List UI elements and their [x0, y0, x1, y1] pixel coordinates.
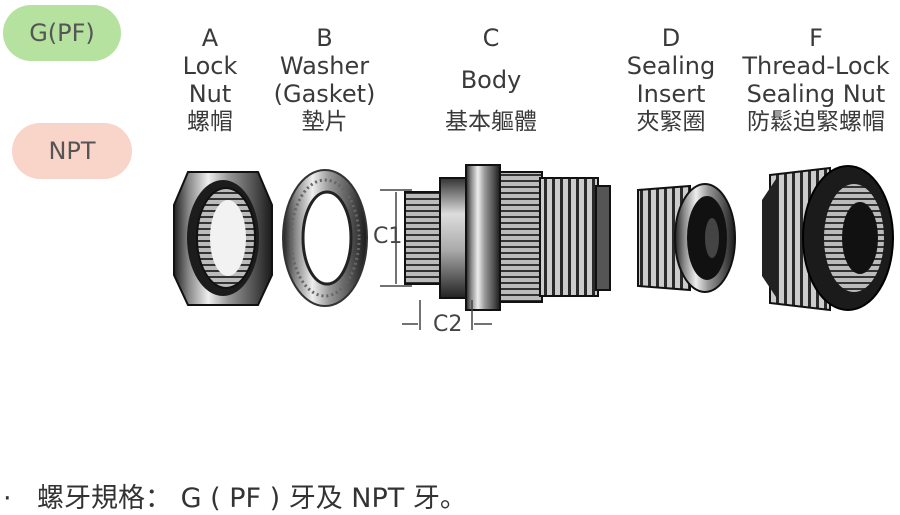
part-d-name-1: Sealing	[626, 52, 716, 80]
c1-label: C1	[373, 224, 403, 249]
thread-lock-sealing-nut-part	[762, 165, 894, 312]
part-label-a: A Lock Nut 螺帽	[170, 24, 250, 136]
part-b-name-1: Washer	[279, 52, 370, 80]
c2-label: C2	[433, 312, 463, 337]
lock-nut-part	[173, 171, 273, 306]
part-label-f: F Thread-Lock Sealing Nut 防鬆迫緊螺帽	[734, 24, 898, 136]
part-label-c: C Body 基本軀體	[425, 24, 557, 136]
part-c-letter: C	[482, 24, 500, 52]
part-a-chinese: 螺帽	[187, 109, 233, 135]
part-d-letter: D	[661, 24, 681, 52]
c1-dimension-marker	[380, 189, 412, 287]
part-label-b: B Washer (Gasket) 墊片	[262, 24, 387, 136]
part-a-name-2: Nut	[188, 80, 232, 108]
part-d-name-2: Insert	[636, 80, 706, 108]
bullet-point: ·	[3, 483, 12, 514]
part-c-name-1: Body	[460, 66, 522, 94]
part-b-name-2: (Gasket)	[273, 80, 376, 108]
washer-part	[282, 169, 368, 307]
part-f-chinese: 防鬆迫緊螺帽	[747, 109, 885, 135]
part-f-letter: F	[809, 24, 823, 52]
part-c-chinese: 基本軀體	[445, 109, 537, 135]
part-b-chinese: 墊片	[301, 109, 348, 135]
g-pf-badge: G(PF)	[3, 5, 121, 61]
sealing-insert-part	[637, 183, 736, 293]
npt-badge: NPT	[12, 123, 132, 179]
part-a-name-1: Lock	[182, 52, 238, 80]
part-b-letter: B	[316, 24, 333, 52]
thread-spec-note: · 螺牙規格： G ( PF ) 牙及 NPT 牙。	[0, 476, 467, 515]
g-pf-badge-label: G(PF)	[29, 19, 95, 47]
npt-badge-label: NPT	[48, 137, 96, 165]
part-f-name-2: Sealing Nut	[746, 80, 886, 108]
part-f-name-1: Thread-Lock	[742, 52, 890, 80]
c2-dimension-marker	[402, 300, 492, 330]
thread-spec-text: 螺牙規格： G ( PF ) 牙及 NPT 牙。	[37, 483, 467, 514]
part-d-chinese: 夾緊圈	[636, 109, 706, 135]
part-label-d: D Sealing Insert 夾緊圈	[615, 24, 727, 136]
part-a-letter: A	[201, 24, 219, 52]
body-part	[404, 164, 611, 311]
